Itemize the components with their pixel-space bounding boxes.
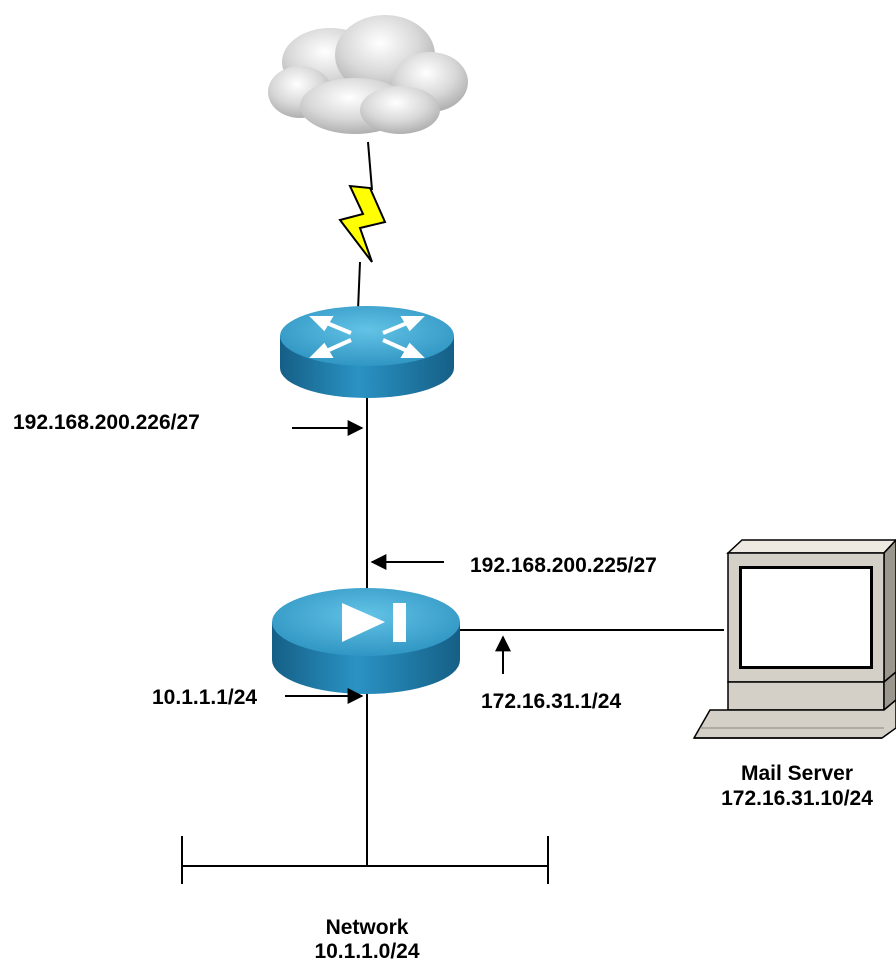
- pix-inside-interface-label: 10.1.1.1/24: [152, 686, 257, 709]
- lightning-link-icon: [338, 141, 387, 311]
- pix-dmz-interface-label: 172.16.31.1/24: [481, 690, 621, 713]
- internet-cloud-icon: [268, 15, 468, 134]
- mail-server-name-label: Mail Server: [741, 762, 853, 785]
- pix-firewall-icon: [272, 588, 460, 694]
- lan-segment: [181, 836, 549, 884]
- mail-server-address-label: 172.16.31.10/24: [721, 787, 873, 810]
- router-icon: [280, 306, 454, 398]
- pix-outside-interface-label: 192.168.200.225/27: [470, 554, 657, 577]
- network-address-label: 10.1.1.0/24: [314, 940, 419, 963]
- wan-router-interface-label: 192.168.200.226/27: [13, 411, 200, 434]
- network-name-label: Network: [326, 916, 409, 939]
- mail-server-computer-icon: [692, 538, 896, 739]
